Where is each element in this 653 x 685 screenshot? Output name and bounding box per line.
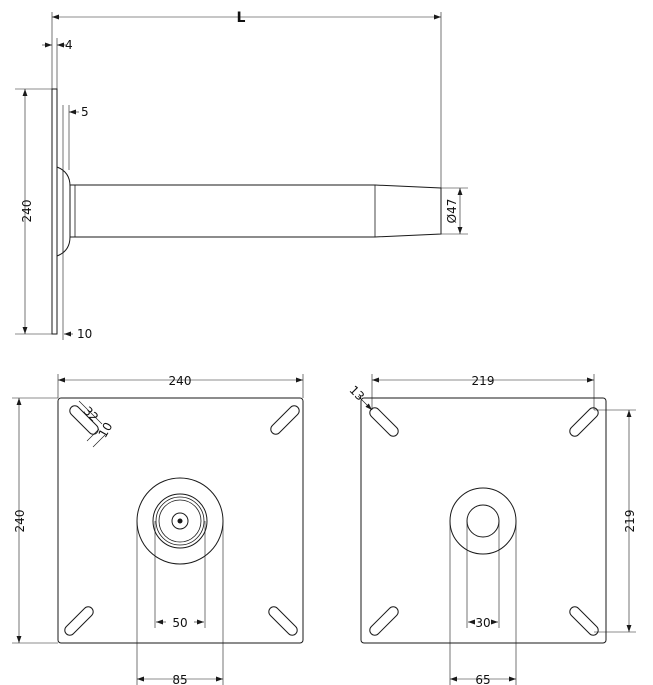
slot-dim-10-line (86, 428, 100, 442)
dim-65-label: 65 (475, 673, 490, 685)
dim-height-label: 240 (20, 200, 34, 223)
back-width-label: 219 (472, 374, 495, 388)
slot-bottom-right (268, 606, 298, 636)
front-slots (64, 405, 300, 636)
side-tube (69, 184, 442, 238)
dim-bottom-label: 10 (77, 327, 92, 341)
slot-dim-10-line-2 (92, 434, 106, 448)
back-slot-bottom-left (369, 606, 399, 636)
back-bore (466, 504, 500, 538)
back-slot-bottom-right (569, 606, 599, 636)
front-height-label: 240 (13, 510, 27, 533)
slot-bottom-left (64, 606, 94, 636)
side-view: L 4 5 240 10 Ø47 (15, 10, 468, 341)
front-ring-4 (158, 499, 202, 543)
dim-length-label: L (237, 10, 246, 26)
slot-top-left (69, 405, 99, 435)
dim-13-line (357, 395, 373, 411)
dim-thickness-label: 4 (65, 38, 73, 52)
dim-diameter-label: Ø47 (445, 199, 459, 224)
side-base-plate (51, 88, 58, 335)
front-ring-3 (155, 496, 205, 546)
slot-dim-10-label: 10 (96, 420, 116, 440)
slot-dim-32-line (78, 400, 103, 425)
dim-30-label: 30 (475, 616, 490, 630)
back-slots (369, 407, 599, 636)
front-center-hole (177, 518, 183, 524)
back-height-label: 219 (623, 510, 637, 533)
front-width-label: 240 (169, 374, 192, 388)
dim-50-label: 50 (172, 616, 187, 630)
dim-85-label: 85 (172, 673, 187, 685)
back-view: 219 219 13 30 65 (346, 374, 637, 685)
slot-top-right (270, 405, 300, 435)
side-weld-collar (56, 166, 71, 257)
dim-weld-label: 5 (81, 105, 89, 119)
back-slot-top-right (569, 407, 599, 437)
front-view: 240 240 32 10 50 85 (12, 374, 304, 685)
